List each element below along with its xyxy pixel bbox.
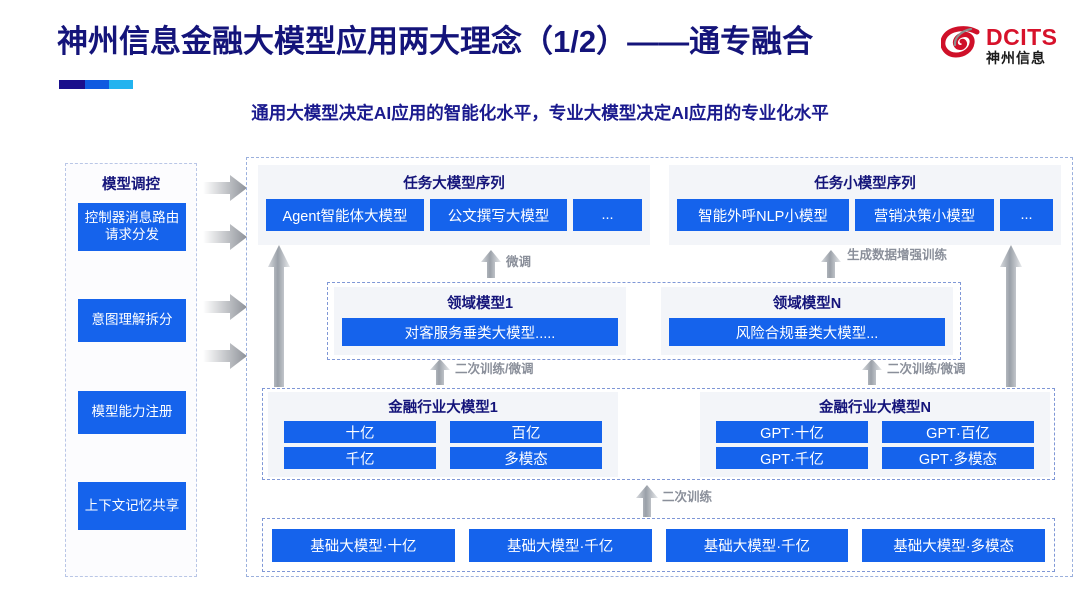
flow-label-fine-tune: 微调 bbox=[506, 255, 532, 269]
base-model-multimodal[interactable]: 基础大模型·多模态 bbox=[862, 528, 1045, 562]
control-item-registry[interactable]: 模型能力注册 bbox=[78, 391, 186, 434]
logo-text-cn: 神州信息 bbox=[986, 49, 1046, 66]
flow-label-data-augment: 生成数据增强训练 bbox=[847, 248, 948, 262]
task-large-model-sequence-panel: 任务大模型序列 Agent智能体大模型 公文撰写大模型 ... bbox=[258, 165, 650, 245]
logo-text-en: DCITS bbox=[986, 23, 1058, 50]
page-subtitle: 通用大模型决定AI应用的智能化水平，专业大模型决定AI应用的专业化水平 bbox=[251, 103, 829, 123]
industry-1-scale-ten-billion[interactable]: 百亿 bbox=[450, 421, 602, 443]
flow-label-secondary-train-right: 二次训练/微调 bbox=[887, 362, 966, 376]
right-arrow-icon-1 bbox=[203, 175, 247, 201]
chip-more-small-models[interactable]: ... bbox=[1000, 199, 1053, 231]
industry-n-gpt-ten-billion[interactable]: GPT·百亿 bbox=[882, 421, 1034, 443]
task-small-model-sequence-panel: 任务小模型序列 智能外呼NLP小模型 营销决策小模型 ... bbox=[669, 165, 1061, 245]
right-arrow-icon-4 bbox=[203, 343, 247, 369]
industry-n-gpt-hundred-billion[interactable]: GPT·千亿 bbox=[716, 447, 868, 469]
industry-model-frame: 金融行业大模型1 十亿 百亿 千亿 多模态 金融行业大模型N GPT·十亿 GP… bbox=[262, 388, 1055, 480]
domain-model-1-bar[interactable]: 对客服务垂类大模型..... bbox=[342, 318, 618, 346]
title-accent-rule bbox=[59, 80, 133, 89]
page-title: 神州信息金融大模型应用两大理念（1/2）——通专融合 bbox=[57, 24, 814, 59]
industry-model-1-cell: 金融行业大模型1 十亿 百亿 千亿 多模态 bbox=[268, 392, 618, 477]
domain-model-n-title: 领域模型N bbox=[772, 296, 842, 312]
up-arrow-icon-data-augment bbox=[821, 250, 841, 278]
industry-model-n-title: 金融行业大模型N bbox=[819, 400, 931, 416]
base-model-trillion[interactable]: 基础大模型·千亿 bbox=[665, 528, 849, 562]
company-logo: DCITS 神州信息 bbox=[941, 19, 1066, 71]
chip-document-writing-model[interactable]: 公文撰写大模型 bbox=[430, 199, 567, 231]
task-large-model-chips: Agent智能体大模型 公文撰写大模型 ... bbox=[258, 193, 650, 239]
chip-more-large-models[interactable]: ... bbox=[573, 199, 642, 231]
domain-model-frame: 领域模型1 对客服务垂类大模型..... 领域模型N 风险合规垂类大模型... bbox=[327, 282, 961, 360]
chip-agent-model[interactable]: Agent智能体大模型 bbox=[266, 199, 424, 231]
accent-segment-1 bbox=[59, 80, 85, 89]
chip-outbound-nlp-model[interactable]: 智能外呼NLP小模型 bbox=[677, 199, 849, 231]
up-arrow-icon-fine-tune bbox=[481, 250, 501, 278]
model-control-panel: 模型调控 控制器消息路由请求分发 意图理解拆分 模型能力注册 上下文记忆共享 bbox=[65, 163, 197, 577]
industry-n-gpt-multimodal[interactable]: GPT·多模态 bbox=[882, 447, 1034, 469]
up-arrow-icon-secondary-train-left bbox=[430, 359, 450, 385]
right-arrow-icon-2 bbox=[203, 224, 247, 250]
base-model-frame: 基础大模型·十亿 基础大模型·千亿 基础大模型·千亿 基础大模型·多模态 bbox=[262, 518, 1055, 572]
base-model-hundred-billion[interactable]: 基础大模型·千亿 bbox=[468, 528, 652, 562]
control-item-intent[interactable]: 意图理解拆分 bbox=[78, 299, 186, 342]
industry-1-scale-billion[interactable]: 十亿 bbox=[284, 421, 436, 443]
task-small-model-sequence-title: 任务小模型序列 bbox=[814, 176, 916, 192]
industry-1-multimodal[interactable]: 多模态 bbox=[450, 447, 602, 469]
domain-model-1-cell: 领域模型1 对客服务垂类大模型..... bbox=[334, 287, 626, 355]
chip-marketing-decision-model[interactable]: 营销决策小模型 bbox=[855, 199, 994, 231]
domain-model-n-cell: 领域模型N 风险合规垂类大模型... bbox=[661, 287, 953, 355]
diagram-outer-frame bbox=[246, 157, 1073, 577]
task-small-model-chips: 智能外呼NLP小模型 营销决策小模型 ... bbox=[669, 193, 1061, 239]
industry-1-scale-hundred-billion[interactable]: 千亿 bbox=[284, 447, 436, 469]
domain-model-n-bar[interactable]: 风险合规垂类大模型... bbox=[669, 318, 945, 346]
up-arrow-icon-industry-to-task-left bbox=[268, 245, 290, 387]
base-model-billion[interactable]: 基础大模型·十亿 bbox=[272, 528, 455, 562]
accent-segment-3 bbox=[109, 80, 133, 89]
up-arrow-icon-base-to-industry bbox=[636, 485, 658, 517]
flow-label-secondary-train-left: 二次训练/微调 bbox=[455, 362, 534, 376]
task-large-model-sequence-title: 任务大模型序列 bbox=[403, 176, 505, 192]
up-arrow-icon-secondary-train-right bbox=[862, 359, 882, 385]
dcits-swirl-icon bbox=[941, 26, 980, 58]
up-arrow-icon-industry-to-task-right bbox=[1000, 245, 1022, 387]
industry-model-n-grid: GPT·十亿 GPT·百亿 GPT·千亿 GPT·多模态 bbox=[700, 417, 1050, 469]
model-control-title: 模型调控 bbox=[102, 177, 160, 193]
accent-segment-2 bbox=[85, 80, 109, 89]
control-item-context[interactable]: 上下文记忆共享 bbox=[78, 482, 186, 530]
right-arrow-icon-3 bbox=[203, 294, 247, 320]
flow-label-secondary-train: 二次训练 bbox=[662, 490, 713, 504]
industry-model-1-grid: 十亿 百亿 千亿 多模态 bbox=[268, 417, 618, 469]
control-item-router[interactable]: 控制器消息路由请求分发 bbox=[78, 203, 186, 251]
industry-n-gpt-billion[interactable]: GPT·十亿 bbox=[716, 421, 868, 443]
industry-model-n-cell: 金融行业大模型N GPT·十亿 GPT·百亿 GPT·千亿 GPT·多模态 bbox=[700, 392, 1050, 477]
domain-model-1-title: 领域模型1 bbox=[446, 296, 514, 312]
industry-model-1-title: 金融行业大模型1 bbox=[388, 400, 498, 416]
